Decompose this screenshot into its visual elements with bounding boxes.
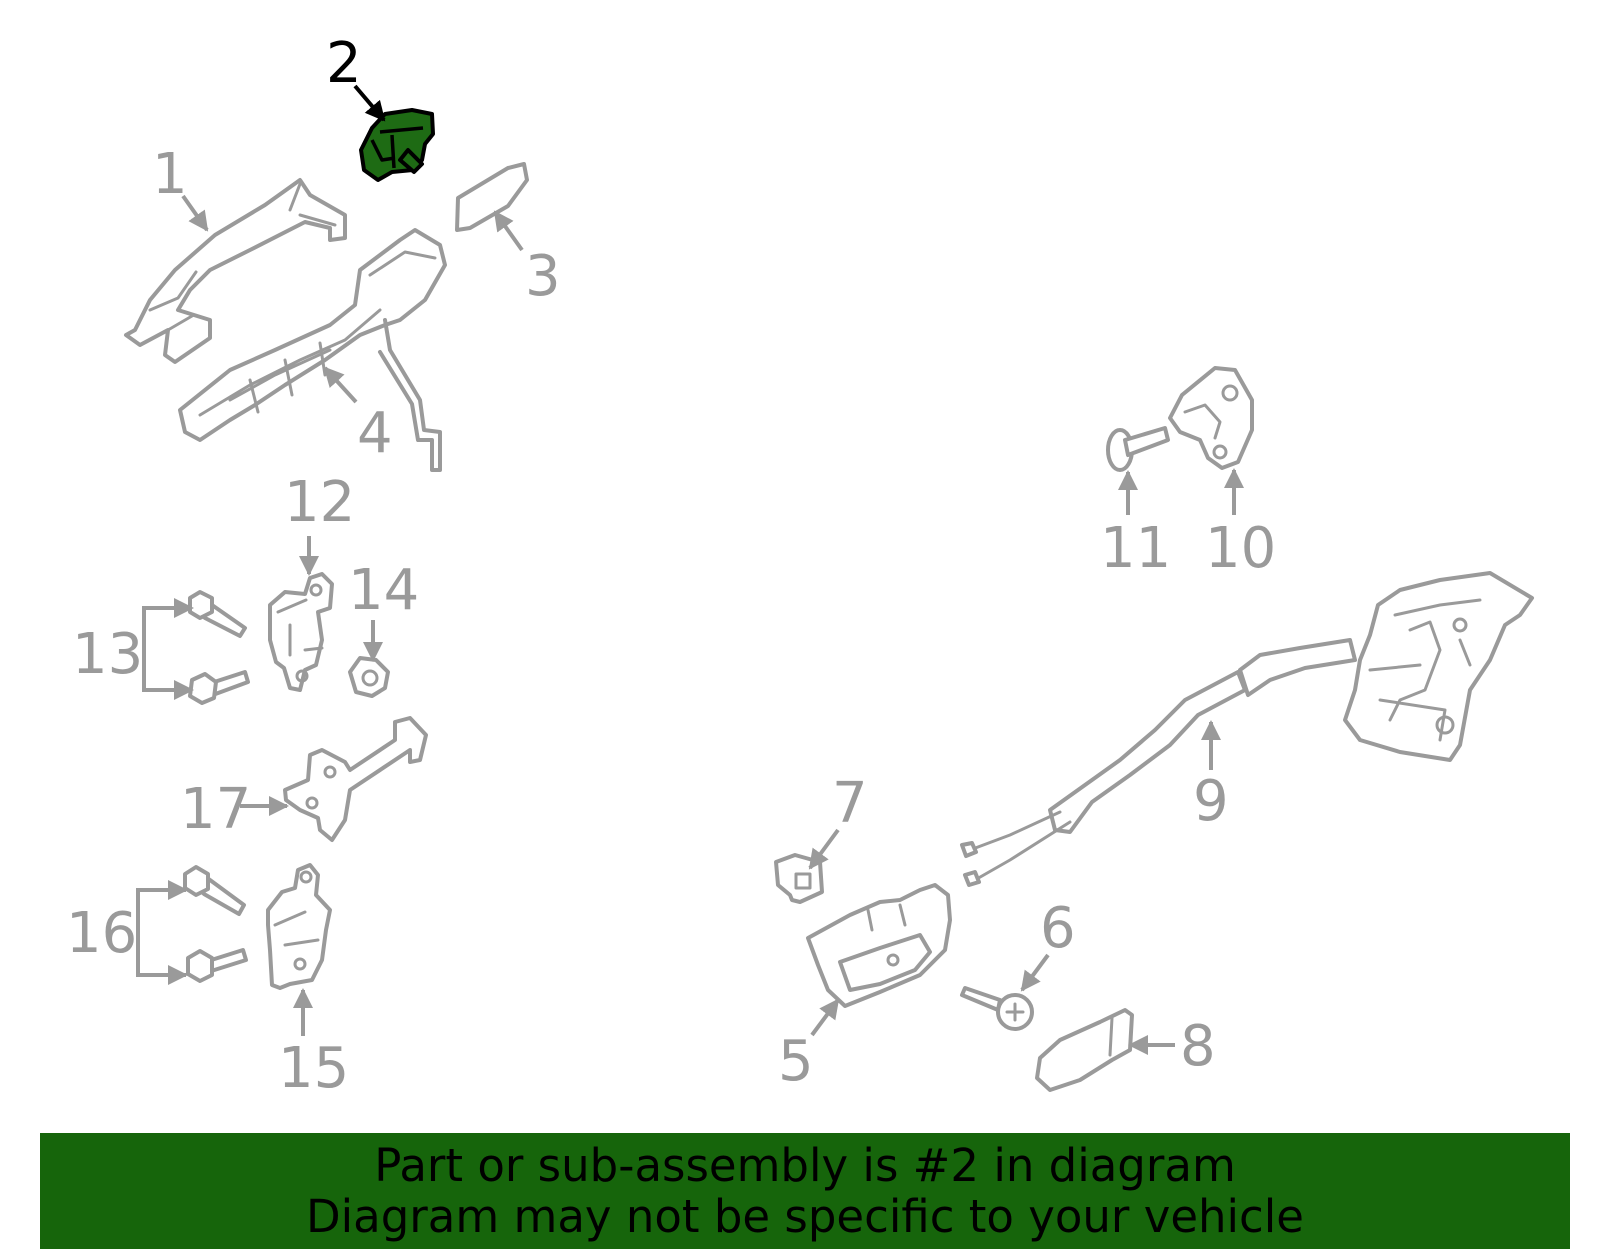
- part-5-inside-handle[interactable]: [806, 883, 952, 1008]
- callout-15: 15: [278, 1036, 349, 1101]
- callout-6: 6: [1040, 896, 1076, 961]
- part-6-screw[interactable]: [960, 986, 1034, 1031]
- info-banner: Part or sub-assembly is #2 in diagram Di…: [40, 1133, 1570, 1249]
- leader-6: [1020, 953, 1050, 992]
- callout-13: 13: [72, 622, 143, 687]
- part-10-striker[interactable]: [1168, 366, 1254, 470]
- callout-12: 12: [284, 470, 355, 535]
- callout-16: 16: [66, 901, 137, 966]
- callout-8: 8: [1180, 1014, 1216, 1079]
- banner-line-1: Part or sub-assembly is #2 in diagram: [374, 1139, 1236, 1192]
- callout-4: 4: [357, 401, 393, 466]
- leader-2: [353, 84, 386, 122]
- callout-2: 2: [326, 31, 362, 96]
- part-16-bolts[interactable]: [183, 865, 248, 983]
- callout-17: 17: [180, 777, 251, 842]
- callout-10: 10: [1205, 516, 1276, 581]
- part-9-latch-assembly[interactable]: [960, 571, 1534, 887]
- callout-14: 14: [348, 558, 419, 623]
- callout-11: 11: [1100, 516, 1171, 581]
- part-3-cap[interactable]: [455, 162, 529, 232]
- banner-line-2: Diagram may not be specific to your vehi…: [306, 1190, 1304, 1243]
- parts-diagram: 2 1 3 4 12 13 14 17 16 15 11 10 9 7 5 6 …: [66, 31, 1534, 1101]
- part-17-door-check[interactable]: [283, 716, 428, 842]
- callout-1: 1: [152, 142, 188, 207]
- part-4-handle-frame[interactable]: [178, 228, 447, 472]
- leader-3: [493, 210, 524, 252]
- part-1-outside-handle[interactable]: [124, 178, 347, 364]
- leader-5: [810, 998, 840, 1037]
- bracket-16: [136, 888, 183, 977]
- leader-4: [323, 366, 358, 404]
- bracket-13: [142, 606, 190, 692]
- part-13-bolts[interactable]: [188, 590, 250, 705]
- part-12-hinge[interactable]: [268, 572, 334, 692]
- callout-9: 9: [1193, 769, 1229, 834]
- part-14-nut[interactable]: [348, 656, 390, 698]
- callout-3: 3: [525, 244, 561, 309]
- part-2-lock-cylinder[interactable]: [359, 108, 435, 182]
- part-11-bolt[interactable]: [1106, 426, 1170, 472]
- callout-7: 7: [832, 771, 868, 836]
- leader-1: [181, 194, 209, 232]
- leader-7: [808, 828, 840, 870]
- callout-5: 5: [778, 1029, 814, 1094]
- part-8-cover[interactable]: [1035, 1008, 1134, 1092]
- part-15-hinge[interactable]: [266, 863, 332, 990]
